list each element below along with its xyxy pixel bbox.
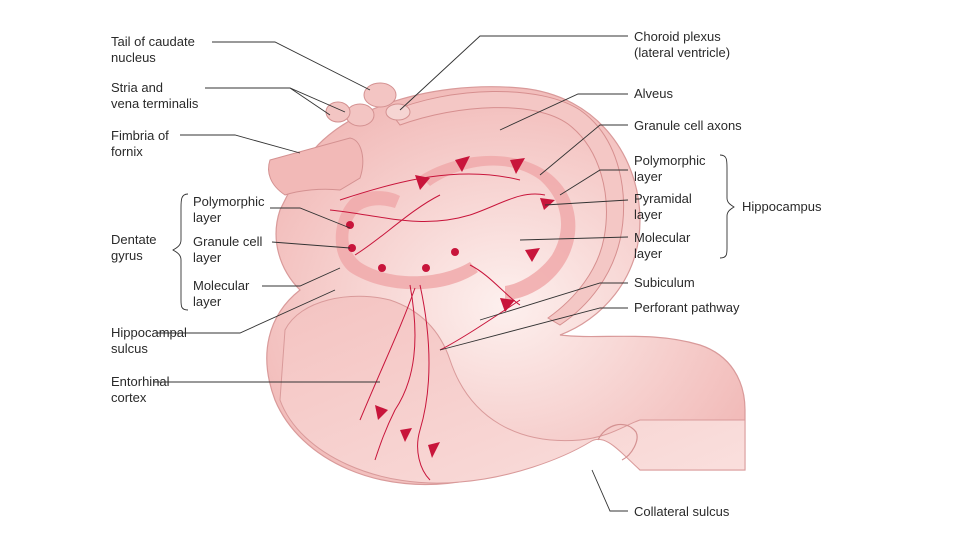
leader-lines	[153, 35, 735, 512]
granule-neuron	[422, 264, 430, 272]
granule-neuron	[451, 248, 459, 256]
granule-neuron	[378, 264, 386, 272]
label-hippocampus: Hippocampus	[742, 199, 822, 214]
pyramidal-neuron	[415, 175, 430, 190]
collateral-sulcus-shape	[597, 423, 638, 461]
leader-hc-pyramidal	[544, 199, 629, 206]
leader-dg-molecular	[262, 267, 341, 287]
label-hc-polymorphic: Polymorphic layer	[634, 153, 709, 184]
label-tail-caudate: Tail of caudate nucleus	[111, 34, 198, 65]
pyramidal-neuron	[525, 248, 540, 262]
leader-collateral	[591, 469, 628, 512]
label-hippocampal-sulcus: Hippocampal sulcus	[111, 325, 191, 356]
pyramidal-neuron	[428, 442, 440, 458]
label-choroid: Choroid plexus (lateral ventricle)	[634, 29, 730, 60]
leader-hc-molecular	[519, 236, 629, 241]
pyramidal-neuron	[540, 198, 555, 210]
pyramidal-neuron	[375, 405, 388, 420]
leader-choroid	[399, 35, 628, 111]
label-subiculum: Subiculum	[634, 275, 695, 290]
label-entorhinal: Entorhinal cortex	[111, 374, 173, 405]
leader-granule-axons	[539, 124, 628, 176]
leader-perforant	[439, 307, 628, 351]
pyramidal-neuron	[510, 158, 525, 174]
pyramidal-neuron	[455, 156, 470, 172]
label-dg-molecular: Molecular layer	[193, 278, 253, 309]
granule-neuron	[348, 244, 356, 252]
label-hc-pyramidal: Pyramidal layer	[634, 191, 695, 222]
label-granule-axons: Granule cell axons	[634, 118, 742, 133]
labels: Tail of caudate nucleus Stria and vena t…	[111, 29, 822, 519]
leader-dg-polymorphic	[270, 207, 351, 229]
alveus-band	[389, 90, 625, 326]
choroid-lobe	[385, 103, 411, 121]
caudate-lobe	[363, 82, 397, 108]
label-hc-molecular: Molecular layer	[634, 230, 694, 261]
dentate-band	[335, 191, 478, 290]
leader-alveus	[499, 93, 628, 131]
label-dentate-gyrus: Dentate gyrus	[111, 232, 160, 263]
fimbria-shape	[268, 137, 364, 196]
dentate-bracket	[172, 193, 189, 311]
hippocampus-bracket	[719, 154, 735, 259]
leader-dg-granule	[271, 241, 351, 249]
leader-tail-caudate	[212, 41, 371, 91]
label-alveus: Alveus	[634, 86, 674, 101]
entorhinal-region	[279, 295, 746, 484]
label-dg-polymorphic: Polymorphic layer	[193, 194, 268, 225]
leader-stria	[205, 87, 346, 113]
label-collateral: Collateral sulcus	[634, 504, 730, 519]
pyramidal-neuron	[400, 428, 412, 442]
label-dg-granule: Granule cell layer	[193, 234, 266, 265]
pyramidal-band	[420, 155, 576, 300]
neurons	[346, 156, 555, 458]
leader-fimbria	[180, 134, 301, 154]
pyramidal-neuron	[500, 298, 515, 312]
neural-pathways	[329, 173, 546, 481]
leader-hc-polymorphic	[559, 169, 628, 196]
stria-lobe	[345, 103, 375, 127]
label-perforant: Perforant pathway	[634, 300, 740, 315]
leader-subiculum	[479, 282, 628, 321]
leader-stria-2	[289, 87, 331, 116]
label-stria: Stria and vena terminalis	[111, 80, 199, 111]
leader-hippocampal-sulcus	[155, 289, 336, 334]
label-fimbria: Fimbria of fornix	[111, 128, 172, 159]
